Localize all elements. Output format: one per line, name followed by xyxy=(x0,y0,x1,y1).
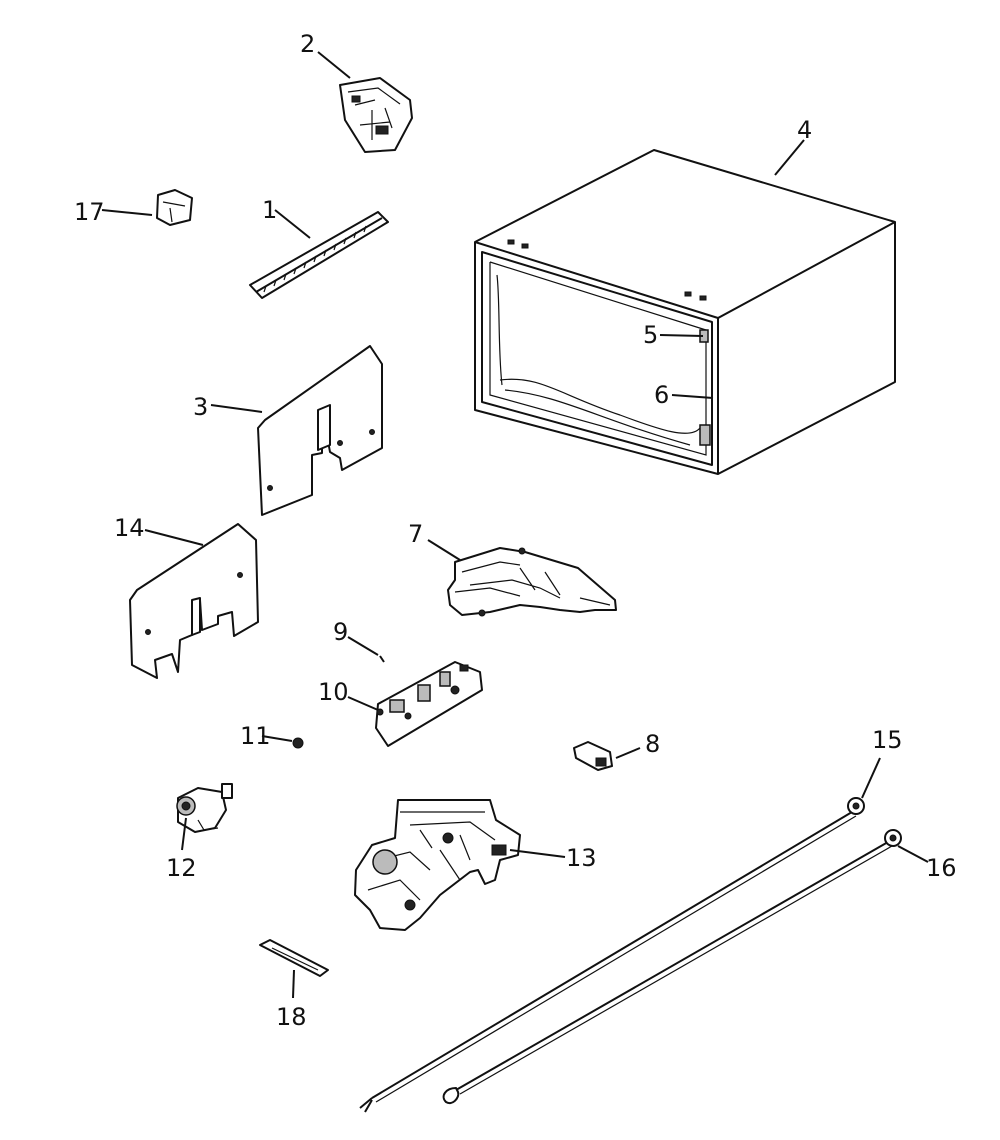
callout-10: 10 xyxy=(318,678,349,706)
part-9-screw xyxy=(379,655,385,663)
callout-8: 8 xyxy=(645,730,660,758)
part-12-water-valve xyxy=(176,783,233,833)
part-17-clip xyxy=(156,189,193,226)
part-2-latch xyxy=(339,77,413,153)
callout-4: 4 xyxy=(797,116,812,144)
callout-16: 16 xyxy=(926,854,957,882)
part-10-circuit-board xyxy=(375,661,483,747)
part-8-bracket xyxy=(573,741,613,771)
part-7-housing xyxy=(447,547,617,617)
callout-5: 5 xyxy=(643,321,658,349)
callout-12: 12 xyxy=(166,854,197,882)
callout-6: 6 xyxy=(654,381,669,409)
callout-15: 15 xyxy=(872,726,903,754)
part-4-cabinet xyxy=(474,149,896,475)
callout-3: 3 xyxy=(193,393,208,421)
part-16-rod xyxy=(442,829,902,1104)
callout-9: 9 xyxy=(333,618,348,646)
callout-7: 7 xyxy=(408,520,423,548)
part-18-strip xyxy=(259,939,329,977)
callout-14: 14 xyxy=(114,514,145,542)
callout-1: 1 xyxy=(262,196,277,224)
callout-2: 2 xyxy=(300,30,315,58)
part-15-rod xyxy=(359,797,865,1113)
part-13-pump-assembly xyxy=(354,799,521,931)
callout-13: 13 xyxy=(566,844,597,872)
callout-17: 17 xyxy=(74,198,105,226)
part-3-panel xyxy=(257,345,383,516)
leader-lines xyxy=(101,51,929,999)
callout-11: 11 xyxy=(240,722,271,750)
part-14-panel xyxy=(129,523,259,679)
callout-18: 18 xyxy=(276,1003,307,1031)
part-11-nut xyxy=(292,737,304,749)
part-1-vent-strip xyxy=(249,211,389,299)
